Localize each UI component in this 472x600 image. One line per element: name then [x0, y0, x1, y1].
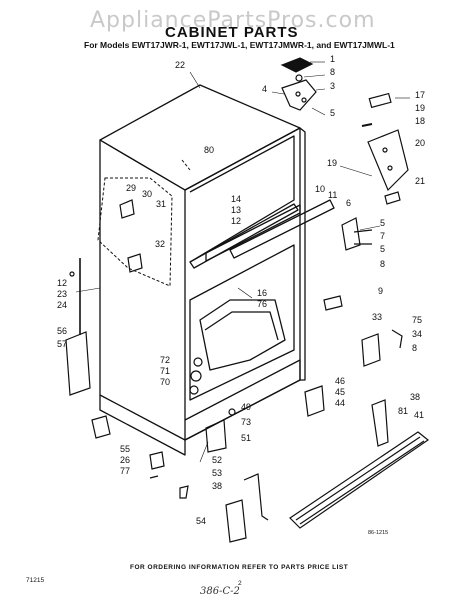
callout-c52: 52: [212, 455, 222, 465]
part-54: [225, 499, 247, 543]
callout-c6: 6: [346, 198, 351, 208]
callout-c76: 76: [257, 299, 267, 309]
callout-c19b: 19: [327, 158, 337, 168]
cabinet-side: [184, 127, 301, 441]
callout-c3: 3: [330, 81, 335, 91]
callout-c32: 32: [155, 239, 165, 249]
callout-c45: 45: [335, 387, 345, 397]
callout-c73: 73: [241, 417, 251, 427]
middle-hinge: [341, 217, 361, 251]
callout-c38b: 38: [212, 481, 222, 491]
callout-c22: 22: [175, 60, 185, 70]
callout-c56: 56: [57, 326, 67, 336]
callout-c55: 55: [120, 444, 130, 454]
callout-c29: 29: [126, 183, 136, 193]
callout-c41: 41: [414, 410, 424, 420]
callout-c12a: 12: [231, 216, 241, 226]
callout-c23: 23: [57, 289, 67, 299]
wheel-bracket: [205, 419, 227, 453]
door-hinge-plate: [367, 129, 409, 192]
callout-c18: 18: [415, 116, 425, 126]
callout-c24: 24: [57, 300, 67, 310]
callout-c9: 9: [378, 286, 383, 296]
callout-c8c: 8: [412, 343, 417, 353]
callout-labels: 1834522171918201921802930313214131210116…: [57, 54, 425, 526]
callout-c33: 33: [372, 312, 382, 322]
handle-pad: [368, 92, 392, 109]
callout-c57: 57: [57, 339, 67, 349]
callout-c5b: 5: [380, 218, 385, 228]
callout-c5a: 5: [330, 108, 335, 118]
callout-c44: 44: [335, 398, 345, 408]
callout-c20: 20: [415, 138, 425, 148]
hinge-cover: [280, 57, 314, 73]
callout-c13: 13: [231, 205, 241, 215]
leveling-leg: [91, 415, 111, 439]
callout-c49: 49: [241, 402, 251, 412]
callout-c4: 4: [262, 84, 267, 94]
callout-c81: 81: [398, 406, 408, 416]
callout-c12b: 12: [57, 278, 67, 288]
page-title: CABINET PARTS: [165, 24, 299, 41]
handwritten-note: 386-C-2: [200, 586, 240, 597]
callout-c70: 70: [160, 377, 170, 387]
callout-c54: 54: [196, 516, 206, 526]
toe-grille: [289, 431, 430, 529]
callout-c38a: 38: [410, 392, 420, 402]
callout-c26: 26: [120, 455, 130, 465]
callout-c5c: 5: [380, 244, 385, 254]
callout-c75: 75: [412, 315, 422, 325]
callout-c31: 31: [156, 199, 166, 209]
cabinet-front: [99, 139, 186, 441]
callout-c7: 7: [380, 231, 385, 241]
callout-c72: 72: [160, 355, 170, 365]
callout-c1: 1: [330, 54, 335, 64]
callout-c80: 80: [204, 145, 214, 155]
page-number: 2: [238, 580, 242, 587]
model-list: For Models EWT17JWR-1, EWT17JWL-1, EWT17…: [84, 40, 395, 50]
phantom-door-box: [97, 177, 173, 287]
ordering-note: FOR ORDERING INFORMATION REFER TO PARTS …: [130, 564, 349, 571]
callout-c21: 21: [415, 176, 425, 186]
callout-c34: 34: [412, 329, 422, 339]
callout-c30: 30: [142, 189, 152, 199]
callout-c11: 11: [328, 190, 337, 200]
print-code: 71215: [26, 577, 45, 584]
clip-9: [323, 295, 343, 311]
callout-c46: 46: [335, 376, 345, 386]
cabinet-top: [99, 84, 301, 191]
callout-c53: 53: [212, 468, 222, 478]
callout-c77: 77: [120, 466, 130, 476]
callout-c8a: 8: [330, 67, 335, 77]
callout-c17: 17: [415, 90, 425, 100]
callout-c10: 10: [315, 184, 325, 194]
callout-c8b: 8: [380, 259, 385, 269]
callout-c71: 71: [160, 366, 170, 376]
callout-c16: 16: [257, 288, 267, 298]
callout-c51: 51: [241, 433, 251, 443]
callout-c19a: 19: [415, 103, 425, 113]
drawing-reference: 86-1215: [368, 530, 389, 536]
callout-c14: 14: [231, 194, 241, 204]
top-hinge: [281, 79, 317, 111]
watermark: AppliancePartsPros.com: [90, 8, 376, 33]
bracket-56: [65, 331, 91, 396]
